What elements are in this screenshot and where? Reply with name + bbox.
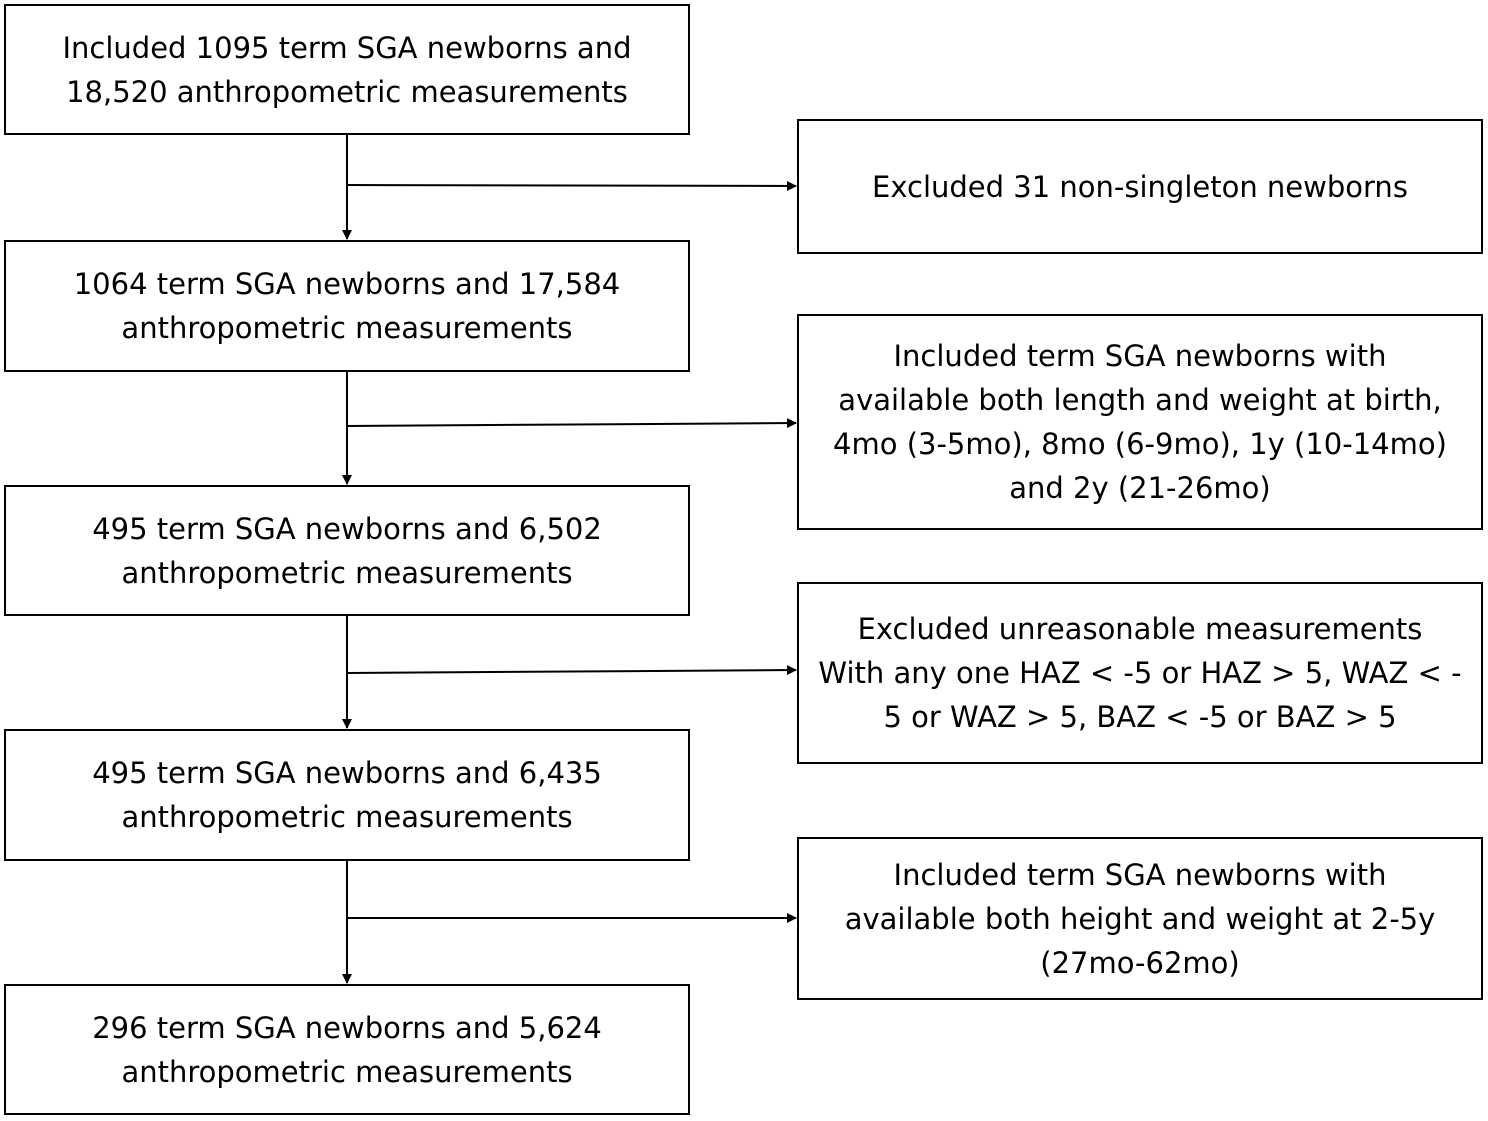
main-step-1: Included 1095 term SGA newborns and 18,5… — [4, 4, 690, 135]
main-step-1-line-1: Included 1095 term SGA newborns and — [62, 30, 632, 65]
main-step-4: 495 term SGA newborns and 6,435 anthropo… — [4, 729, 690, 861]
side-step-2-line-4: and 2y (21-26mo) — [1009, 471, 1271, 505]
side-step-1: Excluded 31 non-singleton newborns — [797, 119, 1483, 254]
side-step-4-line-1: Included term SGA newborns with — [893, 857, 1387, 892]
side-step-3-line-2: With any one HAZ < -5 or HAZ > 5, WAZ < … — [818, 656, 1462, 690]
side-step-4-line-2: available both height and weight at 2-5y — [844, 901, 1436, 936]
arrow-to-side-1 — [346, 180, 797, 191]
side-step-1-line-1: Excluded 31 non-singleton newborns — [872, 169, 1408, 204]
side-step-2: Included term SGA newborns with availabl… — [797, 314, 1483, 530]
main-step-5-line-2: anthropometric measurements — [121, 1054, 573, 1089]
main-step-3: 495 term SGA newborns and 6,502 anthropo… — [4, 485, 690, 616]
main-step-5-line-1: 296 term SGA newborns and 5,624 — [92, 1010, 602, 1045]
side-step-2-line-3: 4mo (3-5mo), 8mo (6-9mo), 1y (10-14mo) — [833, 427, 1447, 461]
side-step-2-line-2: available both length and weight at birt… — [838, 383, 1442, 417]
main-step-4-line-2: anthropometric measurements — [121, 800, 573, 834]
main-step-3-line-2: anthropometric measurements — [121, 555, 573, 590]
arrow-to-side-3 — [346, 665, 797, 676]
side-step-3-line-1: Excluded unreasonable measurements — [857, 612, 1423, 646]
main-step-2: 1064 term SGA newborns and 17,584 anthro… — [4, 240, 690, 372]
main-step-3-line-1: 495 term SGA newborns and 6,502 — [92, 511, 602, 546]
main-step-2-line-2: anthropometric measurements — [121, 311, 573, 345]
side-step-4-line-3: (27mo-62mo) — [1040, 945, 1240, 980]
arrow-to-side-2 — [346, 418, 797, 429]
main-step-4-line-1: 495 term SGA newborns and 6,435 — [92, 756, 602, 790]
main-step-5: 296 term SGA newborns and 5,624 anthropo… — [4, 984, 690, 1115]
side-step-3: Excluded unreasonable measurements With … — [797, 582, 1483, 764]
side-step-2-line-1: Included term SGA newborns with — [893, 339, 1387, 373]
main-step-1-line-2: 18,520 anthropometric measurements — [66, 74, 628, 109]
side-step-3-line-3: 5 or WAZ > 5, BAZ < -5 or BAZ > 5 — [883, 700, 1397, 734]
side-step-4: Included term SGA newborns with availabl… — [797, 837, 1483, 1000]
main-step-2-line-1: 1064 term SGA newborns and 17,584 — [73, 267, 621, 301]
